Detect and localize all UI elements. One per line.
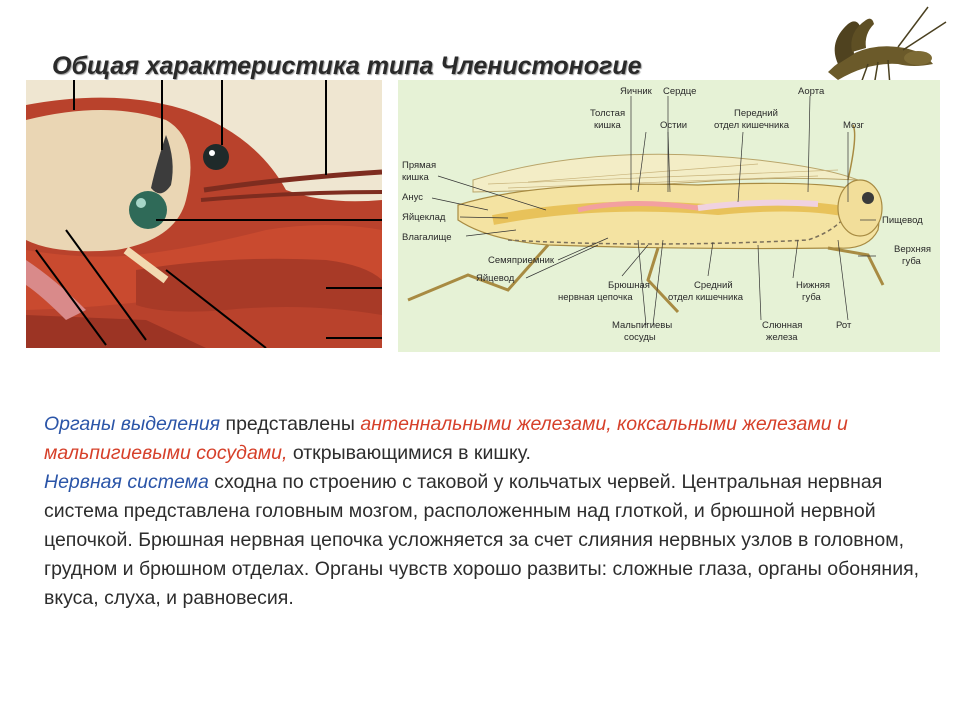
label-rot: Рот <box>836 320 852 331</box>
label-nervnaya-tsepochka: нервная цепочка <box>558 292 633 303</box>
label-mozg: Мозг <box>843 120 865 131</box>
label-sosudy: сосуды <box>624 332 656 343</box>
label-peredniy: Передний <box>734 108 778 119</box>
label-kishka: кишка <box>594 120 621 131</box>
label-verkhnyaya: Верхняя <box>894 244 931 255</box>
label-kishka2: кишка <box>402 172 429 183</box>
label-yaytseklad: Яйцеклад <box>402 212 446 223</box>
label-pryamaya: Прямая <box>402 160 436 171</box>
label-tolstaya: Толстая <box>590 108 625 119</box>
slide-title: Общая характеристика типа Членистоногие <box>52 52 642 80</box>
label-vlagalishche: Влагалище <box>402 232 452 243</box>
term-nervous-system: Нервная система <box>44 471 209 493</box>
term-glands: антеннальными железами, коксальными желе… <box>44 413 848 464</box>
crayfish-icon <box>828 6 947 87</box>
label-semypriemnik: Семяприемник <box>488 255 555 266</box>
term-organs-excretion: Органы выделения <box>44 413 221 435</box>
label-guba: губа <box>802 292 822 303</box>
paragraph-nervous: Нервная система сходна по строению с так… <box>44 468 924 613</box>
label-nizhnyaya: Нижняя <box>796 280 830 291</box>
label-pishchevod: Пищевод <box>882 215 923 226</box>
insect-anatomy-diagram: Яичник Сердце Аорта Толстая кишка Остии … <box>398 80 940 352</box>
label-aorta: Аорта <box>798 86 825 97</box>
label-ostii: Остии <box>660 120 687 131</box>
label-yaichnik: Яичник <box>620 86 653 97</box>
text-nervous-rest: сходна по строению с таковой у кольчатых… <box>44 471 920 609</box>
description-text: Органы выделения представлены антеннальн… <box>44 410 924 613</box>
paragraph-excretion: Органы выделения представлены антеннальн… <box>44 410 924 468</box>
label-malpigievy: Мальпигиевы <box>612 320 672 331</box>
text-predstavleny: представлены <box>220 413 361 435</box>
label-zheleza: железа <box>766 332 798 343</box>
label-otdel-kishechnika2: отдел кишечника <box>668 292 744 303</box>
label-slyunnaya: Слюнная <box>762 320 802 331</box>
label-serdtse: Сердце <box>663 86 696 97</box>
label-yaytsevod: Яйцевод <box>476 273 515 284</box>
label-anus: Анус <box>402 192 423 203</box>
label-sredniy: Средний <box>694 280 733 291</box>
crayfish-head-image <box>26 80 382 348</box>
text-excretion-rest: открывающимися в кишку. <box>287 442 531 464</box>
label-guba2: губа <box>902 256 922 267</box>
label-bryushnaya: Брюшная <box>608 280 650 291</box>
label-otdel-kishechnika: отдел кишечника <box>714 120 790 131</box>
